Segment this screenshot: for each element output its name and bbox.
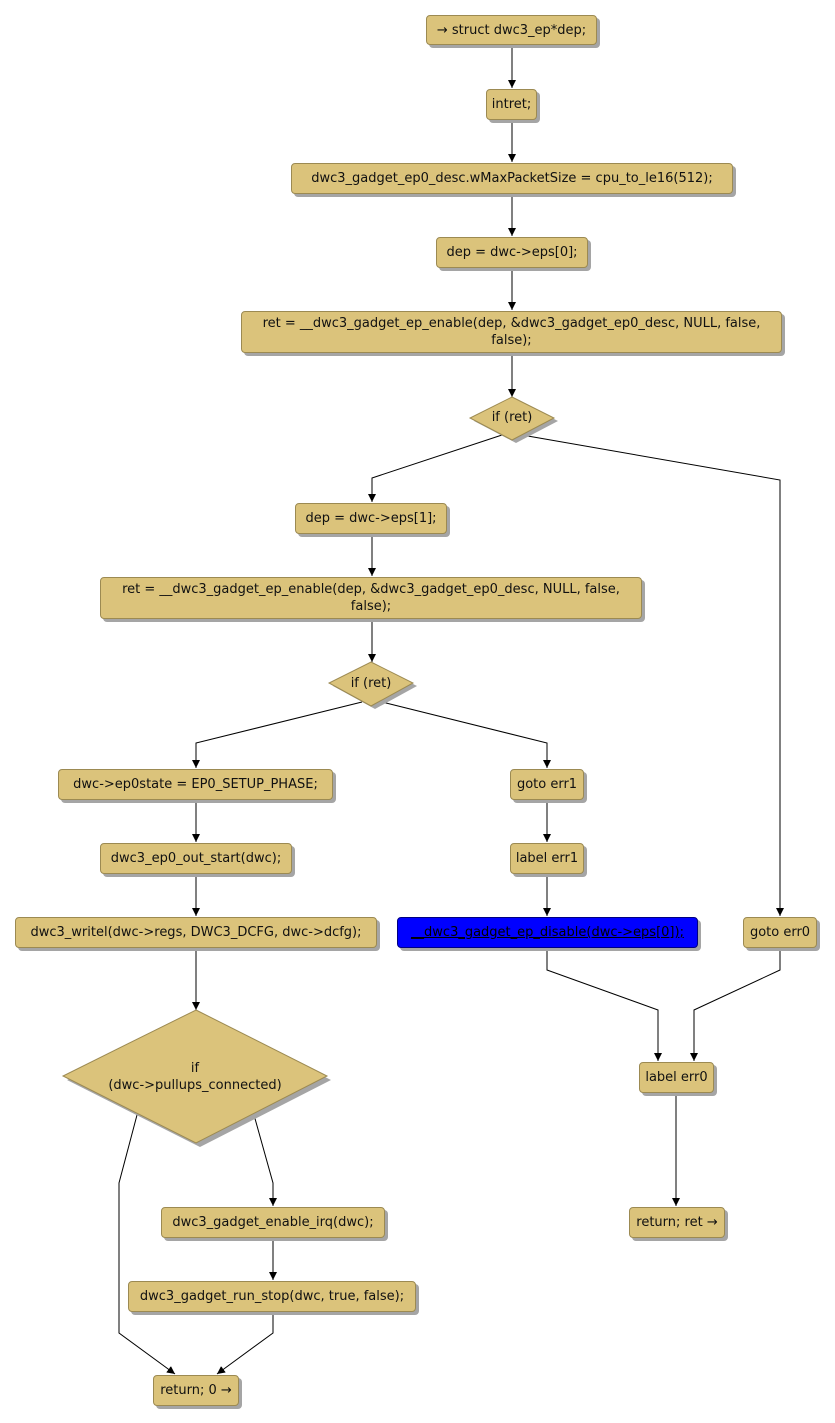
node-wmaxpacketsize: dwc3_gadget_ep0_desc.wMaxPacketSize = cp… bbox=[291, 163, 733, 194]
node-dep-eps1: dep = dwc->eps[1]; bbox=[295, 503, 447, 534]
label-if-pullups: if (dwc->pullups_connected) bbox=[108, 1061, 282, 1093]
edge-if1-goto-err0 bbox=[521, 434, 784, 916]
decision-if-ret-2 bbox=[327, 661, 415, 707]
edge-gotoerr0-labelerr0 bbox=[690, 948, 781, 1061]
node-goto-err1: goto err1 bbox=[510, 769, 584, 800]
node-label-err0: label err0 bbox=[639, 1062, 714, 1093]
edge-ifpullups-return0 bbox=[118, 1114, 176, 1375]
node-ep0state: dwc->ep0state = EP0_SETUP_PHASE; bbox=[58, 769, 333, 800]
edge-if1-dep1 bbox=[368, 434, 503, 502]
edge-if2-ep0state bbox=[192, 701, 363, 768]
label-if-ret-2: if (ret) bbox=[350, 676, 392, 691]
decision-if-ret-1 bbox=[468, 396, 556, 441]
node-ep-enable-1: ret = __dwc3_gadget_ep_enable(dep, &dwc3… bbox=[100, 577, 642, 619]
node-enable-irq: dwc3_gadget_enable_irq(dwc); bbox=[161, 1207, 385, 1238]
node-writel: dwc3_writel(dwc->regs, DWC3_DCFG, dwc->d… bbox=[15, 917, 377, 948]
edge-runstop-return0 bbox=[216, 1312, 274, 1375]
label-if-ret-1: if (ret) bbox=[491, 410, 533, 425]
node-goto-err0: goto err0 bbox=[743, 917, 817, 948]
decision-if-pullups bbox=[61, 1009, 329, 1144]
node-return-0: return; 0 → bbox=[153, 1375, 239, 1406]
node-start: → struct dwc3_ep*dep; bbox=[426, 15, 597, 45]
node-run-stop: dwc3_gadget_run_stop(dwc, true, false); bbox=[128, 1281, 416, 1312]
node-ep0-out-start: dwc3_ep0_out_start(dwc); bbox=[100, 843, 292, 874]
node-ep-disable: __dwc3_gadget_ep_disable(dwc->eps[0]); bbox=[397, 917, 698, 948]
node-return-ret: return; ret → bbox=[629, 1207, 725, 1238]
edge-if2-goto-err1 bbox=[381, 701, 551, 768]
node-label-err1: label err1 bbox=[510, 843, 584, 874]
node-ep-enable-0: ret = __dwc3_gadget_ep_enable(dep, &dwc3… bbox=[241, 311, 782, 353]
node-dep-eps0: dep = dwc->eps[0]; bbox=[436, 237, 588, 268]
node-intret: intret; bbox=[486, 89, 537, 120]
edge-ifpullups-enableirq bbox=[253, 1114, 277, 1206]
edge-disable-labelerr0 bbox=[546, 948, 662, 1061]
